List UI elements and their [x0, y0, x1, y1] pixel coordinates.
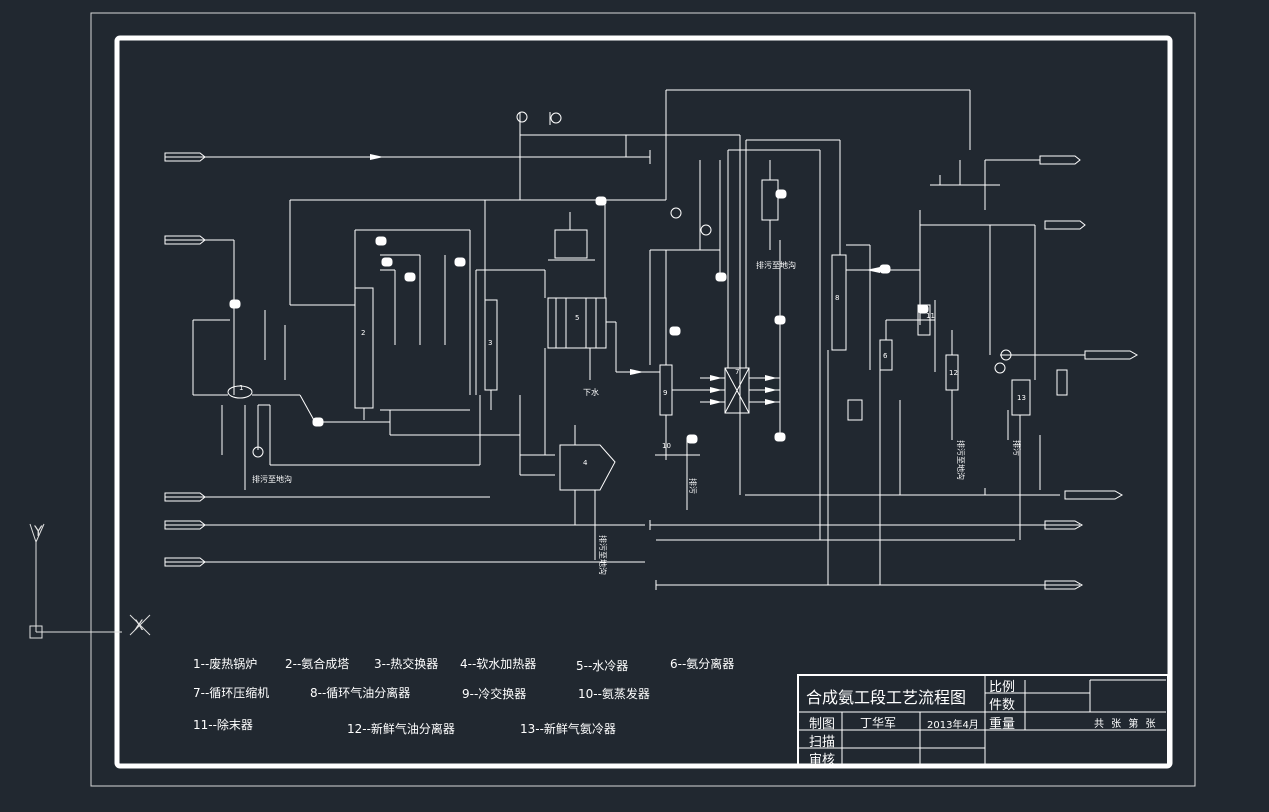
legend-item: 6--氨分离器	[670, 657, 735, 671]
piping	[165, 89, 1085, 590]
gauges	[252, 111, 1012, 458]
equipment-number-1: 1	[239, 384, 243, 392]
stream-label-vent-4: 排污至地沟	[956, 440, 966, 480]
scan-label: 扫描	[809, 735, 836, 750]
stream-label-vent-1: 排污至地沟	[252, 474, 292, 484]
flow-arrows	[370, 154, 880, 405]
outer-frame	[90, 12, 1196, 787]
legend-item: 11--除末器	[193, 718, 253, 732]
legend-item: 10--氨蒸发器	[578, 687, 650, 701]
equipment-number-11: 11	[926, 312, 935, 320]
equipment-number-9: 9	[663, 389, 667, 397]
legend-item: 9--冷交换器	[462, 687, 527, 701]
equipment-number-10: 10	[662, 442, 671, 450]
legend-item: 12--新鲜气油分离器	[347, 722, 455, 736]
review-label: 审核	[809, 753, 836, 768]
weight-label: 重量	[989, 717, 1016, 732]
legend-item: 3--热交换器	[374, 657, 439, 671]
legend-item: 2--氨合成塔	[285, 657, 350, 671]
legend-item: 5--水冷器	[576, 659, 629, 673]
equipment-number-13: 13	[1017, 394, 1026, 402]
legend-item: 8--循环气油分离器	[310, 686, 411, 700]
stream-label-oil-drain: 排污	[688, 478, 698, 494]
equipment-number-7: 7	[735, 368, 739, 376]
inner-frame	[114, 35, 1173, 769]
stream-label-vent-2: 排污至地沟	[756, 260, 796, 270]
stream-label-vent-3: 排污至地沟	[598, 535, 608, 575]
drawing-date: 2013年4月	[927, 720, 979, 731]
legend-item: 7--循环压缩机	[193, 686, 270, 700]
ucs-icon	[29, 523, 151, 639]
instruments	[229, 189, 929, 444]
legend-item: 1--废热锅炉	[193, 657, 258, 671]
scale-label: 比例	[989, 680, 1016, 695]
drawn-label: 制图	[809, 717, 836, 732]
equipment-number-12: 12	[949, 369, 958, 377]
equipment-number-4: 4	[583, 459, 588, 467]
equipment-number-group: 1 2 3 4 5 6 7 8 9 10 11 12 13	[239, 294, 1026, 467]
equipment-number-6: 6	[883, 352, 888, 360]
count-label: 件数	[989, 698, 1016, 713]
equipment-number-3: 3	[488, 339, 492, 347]
sheet-count: 共 张 第 张	[1094, 719, 1158, 730]
stream-tags	[164, 152, 1139, 590]
stream-label-oil-drain-2: 排污	[1012, 440, 1022, 456]
equipment-number-5: 5	[575, 314, 579, 322]
equipment-number-2: 2	[361, 329, 365, 337]
ucs-y-label: Y	[33, 524, 43, 540]
stream-label-cooling-water: 下水	[583, 387, 599, 397]
legend-item: 13--新鲜气氨冷器	[520, 722, 616, 736]
title-block-lines	[797, 674, 1169, 766]
drawing-title: 合成氨工段工艺流程图	[806, 688, 967, 707]
drawn-by: 丁华军	[860, 716, 897, 730]
legend-item: 4--软水加热器	[460, 657, 537, 671]
equipment-number-8: 8	[835, 294, 839, 302]
stream-label-group: 下水 排污至地沟 排污至地沟 排污至地沟 排污至地沟 排污 排污	[252, 260, 1022, 575]
ucs-x-label: X	[134, 618, 144, 634]
